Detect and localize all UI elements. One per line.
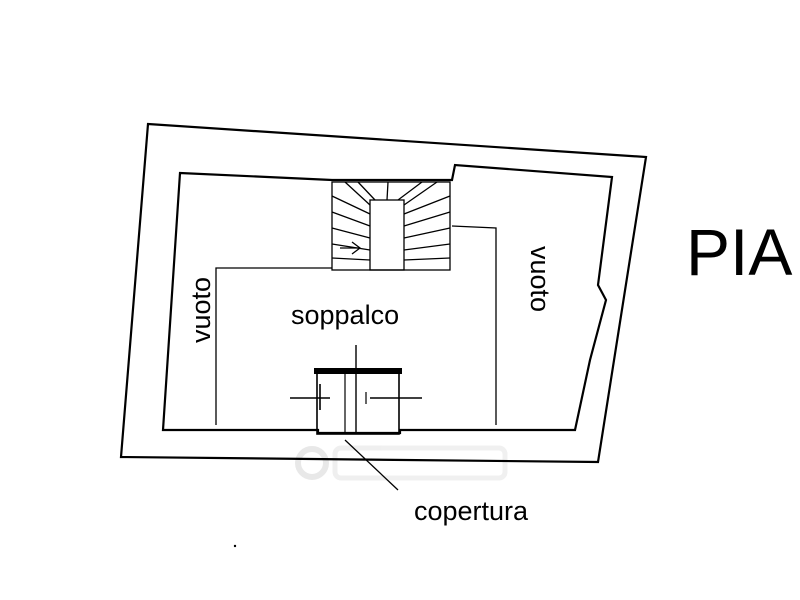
left-void-label: vuoto: [186, 277, 216, 343]
outer-wall: [119, 122, 648, 464]
speck: [233, 544, 237, 548]
loft-label: soppalco: [291, 300, 399, 330]
roof-hatch: [290, 345, 422, 435]
roof-label: copertura: [414, 496, 529, 526]
staircase: [331, 181, 451, 271]
loft-partition-right: [451, 225, 497, 425]
right-void-label: vuoto: [525, 246, 555, 312]
inner-wall: [161, 163, 614, 435]
roof-leader-line: [344, 439, 399, 491]
floor-title: PIA: [686, 215, 792, 289]
loft-partition: [215, 267, 332, 425]
watermark-logo: [295, 445, 508, 481]
